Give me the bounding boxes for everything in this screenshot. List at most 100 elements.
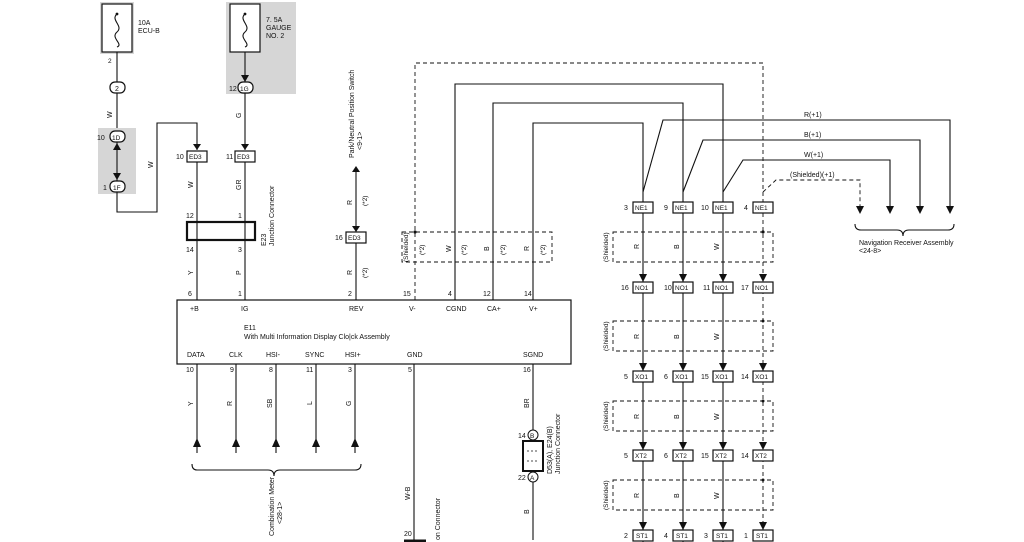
pin-label: 10	[186, 367, 194, 374]
wire-color: G	[346, 401, 353, 406]
fuse-ecu-b-name: ECU-B	[138, 28, 160, 35]
svg-text:14: 14	[741, 453, 749, 460]
junction-e23-code: E23	[261, 233, 268, 246]
svg-text:17: 17	[741, 285, 749, 292]
svg-text:XT2: XT2	[755, 453, 767, 460]
wire-color: L	[307, 401, 314, 405]
connector-ed3-16: ED3	[345, 231, 367, 244]
park-switch-ref: <9-1>	[357, 132, 364, 150]
junction-e23-name: Junction Connector	[269, 185, 276, 246]
svg-text:1: 1	[744, 533, 748, 540]
svg-text:5: 5	[624, 374, 628, 381]
svg-text:DATA: DATA	[187, 352, 205, 359]
wire-color: R	[634, 414, 641, 419]
pin-label: 1	[238, 213, 242, 220]
wire-color: R	[227, 401, 234, 406]
shielded-label: (Shielded)	[603, 401, 610, 431]
wire-color: B	[524, 509, 531, 514]
wire-color: W	[714, 243, 721, 250]
svg-text:NO1: NO1	[635, 285, 649, 292]
svg-text:REV: REV	[349, 306, 364, 313]
wire-color: P	[236, 270, 243, 275]
pin-label: 10	[97, 135, 105, 142]
pin-label: 8	[269, 367, 273, 374]
svg-text:ED3: ED3	[237, 154, 250, 161]
pin-label: 15	[403, 291, 411, 298]
svg-text:NO1: NO1	[755, 285, 769, 292]
pin-label: 12	[483, 291, 491, 298]
connector-row-ne1: 3 NE1 9 NE1 10 NE1 4 NE1	[624, 201, 774, 214]
svg-text:CGND: CGND	[446, 306, 467, 313]
junction-e24: B A	[522, 429, 544, 483]
svg-text:XT2: XT2	[675, 453, 687, 460]
connector-2: 2	[109, 81, 126, 94]
svg-text:NE1: NE1	[755, 205, 768, 212]
pin-label: 11	[226, 154, 233, 161]
shield-box-2	[612, 320, 774, 352]
nav-line-w: W(+1)	[804, 152, 823, 159]
wire-color: B	[674, 414, 681, 419]
partial-connector-label: on Connector	[435, 497, 442, 540]
svg-text:CA+: CA+	[487, 306, 501, 313]
combination-meter-name: Combination Meter	[269, 476, 276, 536]
connector-row-xt2: 5 XT2 6 XT2 15 XT2 14 XT2	[624, 449, 774, 462]
wire-color: BR	[524, 398, 531, 408]
wire-color: W-B	[405, 486, 412, 500]
svg-text:XT2: XT2	[715, 453, 727, 460]
junction-e23-box	[185, 220, 257, 242]
svg-text:2: 2	[115, 86, 119, 93]
svg-text:1G: 1G	[240, 86, 249, 93]
pin-label: 1	[103, 185, 107, 192]
pin-label: 3	[348, 367, 352, 374]
wire-color: B	[674, 334, 681, 339]
wire-tag: (*2)	[362, 196, 369, 206]
svg-text:10: 10	[664, 285, 672, 292]
pin-label: 5	[408, 367, 412, 374]
svg-text:SYNC: SYNC	[305, 352, 324, 359]
svg-text:SGND: SGND	[523, 352, 543, 359]
e11-code: E11	[244, 325, 256, 332]
wire-color: B	[484, 246, 491, 251]
connector-1d: 1D	[109, 130, 126, 143]
svg-text:6: 6	[664, 453, 668, 460]
fuse-ecu-b-pin: 2	[108, 58, 112, 65]
svg-text:CLK: CLK	[229, 352, 243, 359]
wire-color: GR	[236, 180, 243, 191]
svg-text:V-: V-	[409, 306, 416, 313]
connector-row-no1: 16 NO1 10 NO1 11 NO1 17 NO1	[621, 281, 774, 294]
fuse-gauge-name2: NO. 2	[266, 33, 284, 40]
pin-label: 6	[188, 291, 192, 298]
wire-color: W	[188, 181, 195, 188]
pin-label: 22	[518, 475, 526, 482]
wire-color: W	[148, 161, 155, 168]
nav-line-b: B(+1)	[804, 132, 821, 139]
nav-line-shielded: (Shielded)(+1)	[790, 172, 835, 179]
wire-tag: (*2)	[419, 245, 426, 255]
pin-label: 16	[523, 367, 531, 374]
connector-ed3-11: ED3	[234, 150, 256, 163]
svg-text:XO1: XO1	[635, 374, 648, 381]
wire-color: W	[714, 333, 721, 340]
e11-unit: +B IG REV V- CGND CA+ V+ E11 With Multi …	[176, 299, 572, 365]
svg-text:XO1: XO1	[755, 374, 768, 381]
pin-label: 3	[238, 247, 242, 254]
svg-text:9: 9	[664, 205, 668, 212]
wire-color: W	[714, 413, 721, 420]
svg-text:4: 4	[744, 205, 748, 212]
wire-color: Y	[188, 270, 195, 275]
svg-text:15: 15	[701, 453, 709, 460]
connector-row-st1: 2 ST1 4 ST1 3 ST1 1 ST1	[624, 529, 774, 542]
svg-text:B: B	[530, 433, 534, 440]
wire-color: R	[634, 493, 641, 498]
shield-box-1	[612, 231, 774, 263]
wire-color: R	[524, 246, 531, 251]
wire-color: W	[107, 111, 114, 118]
wire-tag: (*2)	[461, 245, 468, 255]
pin-label: 10	[176, 154, 184, 161]
shield-box-3	[612, 400, 774, 432]
svg-text:V+: V+	[529, 306, 538, 313]
wire-color: W	[446, 245, 453, 252]
svg-text:NO1: NO1	[715, 285, 729, 292]
pin-label: 14	[518, 433, 526, 440]
wire-color: B	[674, 244, 681, 249]
